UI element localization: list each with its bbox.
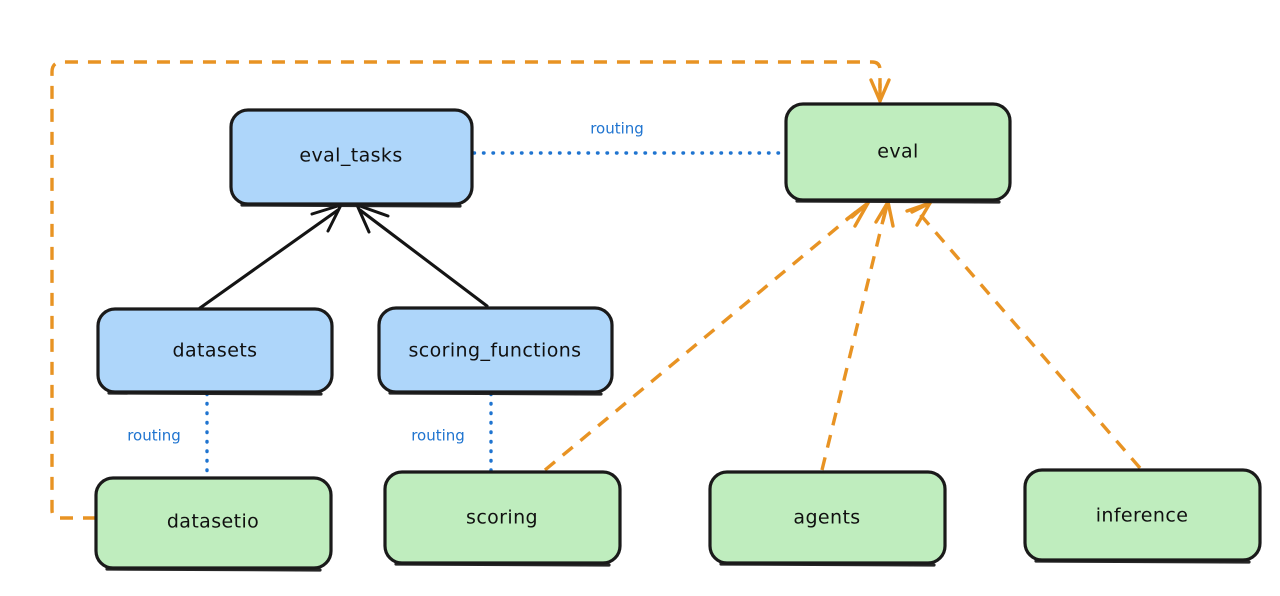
node-agents[interactable]: agents xyxy=(708,470,947,567)
edge-datasets-to-eval_tasks[interactable] xyxy=(198,203,343,310)
node-datasets-shape[interactable] xyxy=(96,307,334,394)
node-eval_tasks-shape[interactable] xyxy=(229,108,474,206)
node-scoring-shape[interactable] xyxy=(383,470,622,565)
node-scoring-label: scoring xyxy=(466,507,538,529)
edge-agents-to-eval[interactable] xyxy=(820,200,895,471)
node-eval[interactable]: eval xyxy=(784,102,1012,204)
edge-scoring-to-eval[interactable] xyxy=(543,201,870,472)
node-eval_tasks[interactable]: eval_tasks xyxy=(229,108,474,208)
edge-inference-to-eval[interactable] xyxy=(905,201,1142,470)
edge-label-routing-datasetio: routing xyxy=(127,427,181,445)
node-inference[interactable]: inference xyxy=(1023,468,1262,564)
node-eval_tasks-label: eval_tasks xyxy=(299,145,402,167)
node-eval-shape[interactable] xyxy=(784,102,1012,202)
node-scoring[interactable]: scoring xyxy=(383,470,622,567)
edge-datasetio-to-eval[interactable] xyxy=(50,60,891,520)
node-scoring_functions-label: scoring_functions xyxy=(409,340,582,362)
node-agents-label: agents xyxy=(793,507,860,529)
node-scoring_functions[interactable]: scoring_functions xyxy=(377,306,614,396)
node-datasets[interactable]: datasets xyxy=(96,307,334,396)
node-datasetio[interactable]: datasetio xyxy=(94,476,333,572)
node-datasetio-label: datasetio xyxy=(167,511,259,533)
edge-scoring_functions-to-eval_tasks[interactable] xyxy=(355,203,489,308)
node-layer: eval_tasks eval datasets scoring_functio… xyxy=(94,102,1262,572)
node-datasets-label: datasets xyxy=(173,340,258,362)
edge-label-layer: routing routing routing xyxy=(127,120,644,445)
node-scoring_functions-shape[interactable] xyxy=(377,306,614,394)
node-datasetio-shape[interactable] xyxy=(94,476,333,570)
node-inference-shape[interactable] xyxy=(1023,468,1262,562)
edge-label-routing-scoring: routing xyxy=(411,427,465,445)
node-inference-label: inference xyxy=(1096,505,1189,527)
node-eval-label: eval xyxy=(877,141,918,163)
node-agents-shape[interactable] xyxy=(708,470,947,565)
edge-label-routing-eval: routing xyxy=(590,120,644,138)
